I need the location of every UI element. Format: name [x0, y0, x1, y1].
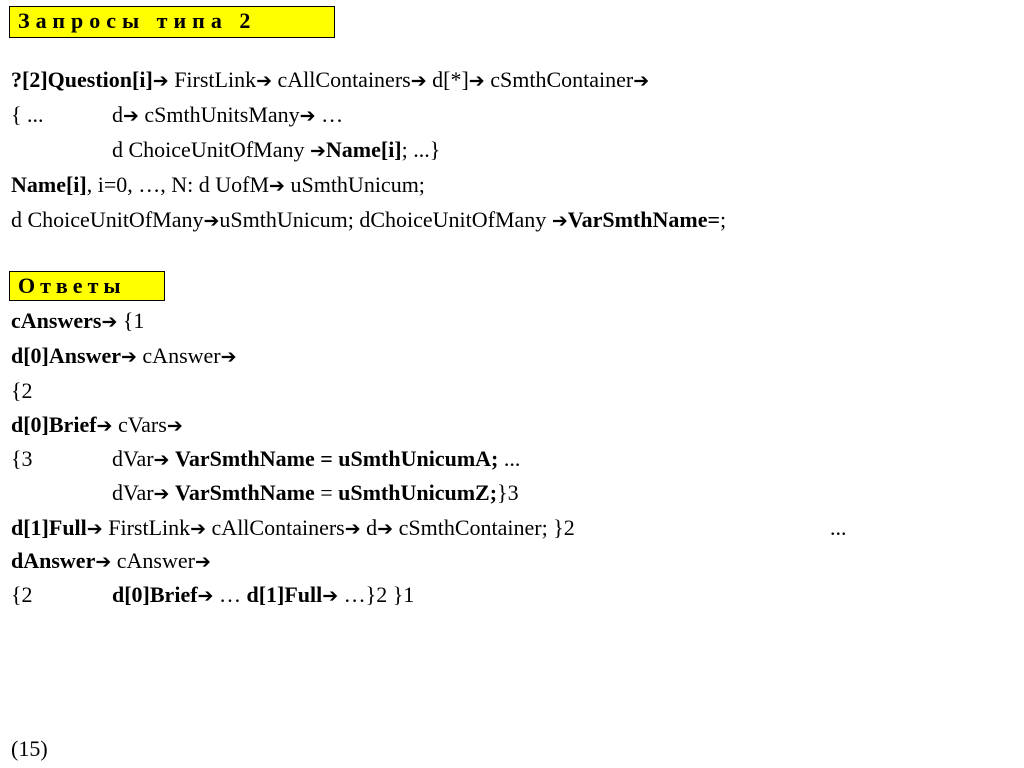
queries-heading: Запросы типа 2 — [9, 6, 335, 38]
query-token: Name[i] — [325, 137, 402, 162]
arrow-icon: ➔ — [299, 105, 316, 127]
arrow-icon: ➔ — [203, 210, 220, 232]
arrow-icon: ➔ — [96, 415, 113, 437]
answer-token: d — [366, 515, 378, 540]
arrow-icon: ➔ — [377, 518, 394, 540]
arrow-icon: ➔ — [269, 175, 285, 197]
arrow-icon: ➔ — [344, 518, 361, 540]
slide-number: (15) — [11, 736, 48, 761]
answer-line-7: d[1]Full➔ FirstLink➔ cAllContainers➔ d➔ … — [11, 515, 575, 542]
answer-token: cAnswer — [116, 548, 195, 573]
query-token: d ChoiceUnitOfMany — [112, 137, 305, 162]
arrow-icon: ➔ — [152, 70, 169, 92]
query-token: d ChoiceUnitOfMany — [11, 207, 204, 232]
arrow-icon: ➔ — [256, 70, 273, 92]
query-token: d — [112, 102, 123, 127]
answer-line-1: cAnswers➔ {1 — [11, 308, 144, 335]
arrow-icon: ➔ — [86, 518, 103, 540]
arrow-icon: ➔ — [153, 449, 170, 471]
answer-token: = — [320, 480, 333, 505]
query-token: cAllContainers — [277, 67, 411, 92]
query-token: VarSmthName= — [567, 207, 721, 232]
answer-token: d[1]Full — [11, 515, 87, 540]
answer-token: d[0]Brief — [112, 582, 198, 607]
arrow-icon: ➔ — [101, 311, 118, 333]
arrow-icon: ➔ — [166, 415, 183, 437]
query-token: d[*] — [432, 67, 469, 92]
arrow-icon: ➔ — [190, 518, 207, 540]
query-token: … — [321, 102, 344, 127]
arrow-icon: ➔ — [197, 585, 214, 607]
answer-token: ... — [503, 446, 521, 471]
answer-token: }3 — [497, 480, 519, 505]
answer-token: d[0]Answer — [11, 343, 121, 368]
arrow-icon: ➔ — [153, 483, 170, 505]
answer-token: cSmthContainer; }2 — [398, 515, 575, 540]
query-line-1: ?[2]Question[i]➔ FirstLink➔ cAllContaine… — [11, 67, 649, 94]
answer-token: d[0]Brief — [11, 412, 97, 437]
answer-token: {3 — [11, 446, 33, 471]
query-token: { ... — [11, 102, 44, 127]
answer-line-4: d[0]Brief➔ cVars➔ — [11, 412, 183, 439]
answer-token: {2 — [11, 582, 33, 607]
answer-token: dAnswer — [11, 548, 96, 573]
answer-line-2: d[0]Answer➔ cAnswer➔ — [11, 343, 237, 370]
arrow-icon: ➔ — [121, 346, 137, 368]
query-token: ; — [720, 207, 727, 232]
answer-token: VarSmthName — [174, 480, 315, 505]
arrow-icon: ➔ — [194, 551, 211, 573]
arrow-icon: ➔ — [322, 585, 339, 607]
answer-line-6: dVar➔ VarSmthName = uSmthUnicumZ;}3 — [112, 480, 519, 507]
answer-token: {2 — [11, 378, 33, 403]
query-token: ?[2]Question[i] — [11, 67, 153, 92]
answer-line-3: {2 — [11, 378, 33, 404]
answer-token: cAllContainers — [211, 515, 345, 540]
answer-token: d[1]Full — [246, 582, 323, 607]
answer-line-5: {3 dVar➔ VarSmthName = uSmthUnicumA; ... — [11, 446, 520, 473]
arrow-icon: ➔ — [468, 70, 485, 92]
answer-token: dVar — [112, 480, 154, 505]
query-token: cSmthContainer — [490, 67, 634, 92]
answer-token: uSmthUnicumZ; — [338, 480, 498, 505]
query-token: Name[i] — [11, 172, 87, 197]
query-line-3: d ChoiceUnitOfMany ➔Name[i]; ...} — [112, 137, 440, 164]
answer-token: … — [218, 582, 241, 607]
query-token: FirstLink — [174, 67, 257, 92]
arrow-icon: ➔ — [123, 105, 139, 127]
answer-token: …}2 }1 — [343, 582, 415, 607]
arrow-icon: ➔ — [410, 70, 427, 92]
answer-line-8: dAnswer➔ cAnswer➔ — [11, 548, 211, 575]
query-token: ; ...} — [401, 137, 441, 162]
answer-token: {1 — [122, 308, 145, 333]
query-line-2: { ...d➔ cSmthUnitsMany➔ … — [11, 102, 343, 129]
query-token: cSmthUnitsMany — [144, 102, 300, 127]
query-line-4: Name[i], i=0, …, N: d UofM➔ uSmthUnicum; — [11, 172, 425, 199]
answer-token: dVar — [112, 446, 154, 471]
arrow-icon: ➔ — [95, 551, 112, 573]
answer-token: cAnswer — [142, 343, 221, 368]
answer-token: cAnswers — [11, 308, 102, 333]
query-token: , i=0, …, N: d UofM — [86, 172, 270, 197]
answer-token: cVars — [117, 412, 167, 437]
arrow-icon: ➔ — [220, 346, 237, 368]
query-token: uSmthUnicum; dChoiceUnitOfMany — [219, 207, 547, 232]
arrow-icon: ➔ — [309, 140, 326, 162]
arrow-icon: ➔ — [633, 70, 650, 92]
answer-token: VarSmthName = uSmthUnicumA; — [174, 446, 499, 471]
query-line-5: d ChoiceUnitOfMany➔uSmthUnicum; dChoiceU… — [11, 207, 726, 234]
query-token: uSmthUnicum; — [290, 172, 425, 197]
answers-heading: Ответы — [9, 271, 165, 301]
arrow-icon: ➔ — [551, 210, 568, 232]
answer-line-7-ellipsis: ... — [830, 515, 847, 540]
answer-token: FirstLink — [108, 515, 191, 540]
